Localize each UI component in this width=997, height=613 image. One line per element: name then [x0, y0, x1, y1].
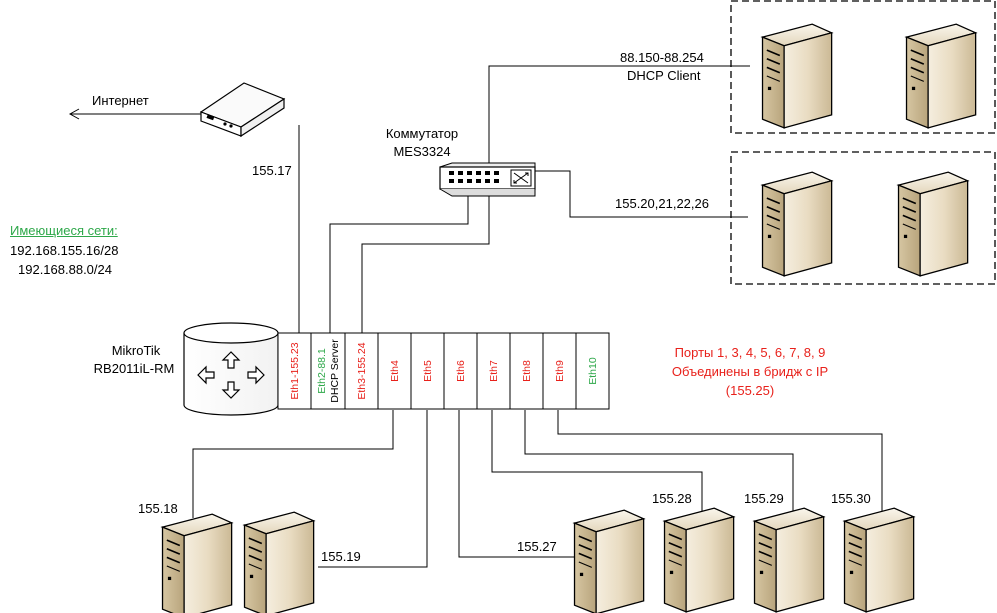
server-155-27-icon	[573, 509, 645, 613]
port-label-eth10: Eth10	[586, 357, 599, 385]
modem-link-label: 155.17	[252, 163, 292, 178]
server-155-29-icon	[753, 507, 825, 613]
link-eth6-s27	[458, 410, 575, 558]
modem-icon	[199, 82, 286, 138]
connection-lines	[192, 65, 883, 568]
internet-label: Интернет	[92, 93, 149, 108]
port-label-eth5: Eth5	[421, 360, 434, 382]
static-group-label: 155.20,21,22,26	[615, 196, 709, 211]
port-panel	[277, 332, 610, 410]
link-eth5-s19	[318, 410, 428, 568]
server-155-27-label: 155.27	[517, 539, 557, 554]
switch-name: Коммутатор	[385, 126, 459, 141]
network-item-2: 192.168.88.0/24	[18, 262, 112, 277]
port-label-eth8: Eth8	[520, 360, 533, 382]
link-eth8-s29	[524, 410, 794, 514]
server-static-1-icon	[761, 171, 833, 277]
server-155-28-icon	[663, 507, 735, 613]
server-155-19-icon	[243, 511, 315, 613]
server-dhcp-2-icon	[905, 23, 977, 129]
router-name: MikroTik	[111, 343, 161, 358]
bridge-note-line2: Объединены в бридж с IP	[671, 364, 829, 379]
link-switch-dhcp	[488, 65, 750, 167]
link-switch-static	[535, 170, 748, 218]
switch-model: MES3324	[393, 144, 451, 159]
server-155-30-label: 155.30	[831, 491, 871, 506]
dhcp-range-label: 88.150-88.254	[620, 50, 704, 65]
server-155-18-icon	[161, 513, 233, 613]
server-dhcp-1-icon	[761, 23, 833, 129]
network-item-1: 192.168.155.16/28	[10, 243, 119, 258]
router-icon	[183, 322, 279, 416]
port-label-eth9: Eth9	[553, 360, 566, 382]
switch-icon	[439, 162, 536, 197]
server-155-29-label: 155.29	[744, 491, 784, 506]
server-155-18-label: 155.18	[138, 501, 178, 516]
link-switch-eth3	[361, 193, 490, 333]
link-switch-eth2	[329, 193, 469, 333]
dhcp-client-group	[730, 0, 996, 134]
bridge-note-line3: (155.25)	[725, 383, 775, 398]
link-eth4-s18	[192, 410, 394, 518]
port-sublabel-eth2: DHCP Server	[329, 339, 341, 403]
bridge-note-line1: Порты 1, 3, 4, 5, 6, 7, 8, 9	[674, 345, 826, 360]
port-label-eth2: Eth2-88.1	[316, 348, 328, 394]
port-label-eth4: Eth4	[388, 360, 401, 382]
internet-arrow	[68, 108, 201, 120]
port-label-eth7: Eth7	[487, 360, 500, 382]
dhcp-client-label: DHCP Client	[627, 68, 701, 83]
port-label-eth1: Eth1-155.23	[288, 342, 301, 400]
networks-title: Имеющиеся сети:	[10, 223, 118, 238]
port-label-eth3: Eth3-155.24	[355, 342, 368, 400]
router-model: RB2011iL-RM	[93, 361, 175, 376]
server-155-28-label: 155.28	[652, 491, 692, 506]
link-eth9-s30	[557, 410, 883, 514]
server-155-30-icon	[843, 507, 915, 613]
server-155-19-label: 155.19	[321, 549, 361, 564]
static-group	[730, 151, 996, 285]
port-label-eth6: Eth6	[454, 360, 467, 382]
link-eth7-s28	[491, 410, 703, 514]
server-static-2-icon	[897, 171, 969, 277]
